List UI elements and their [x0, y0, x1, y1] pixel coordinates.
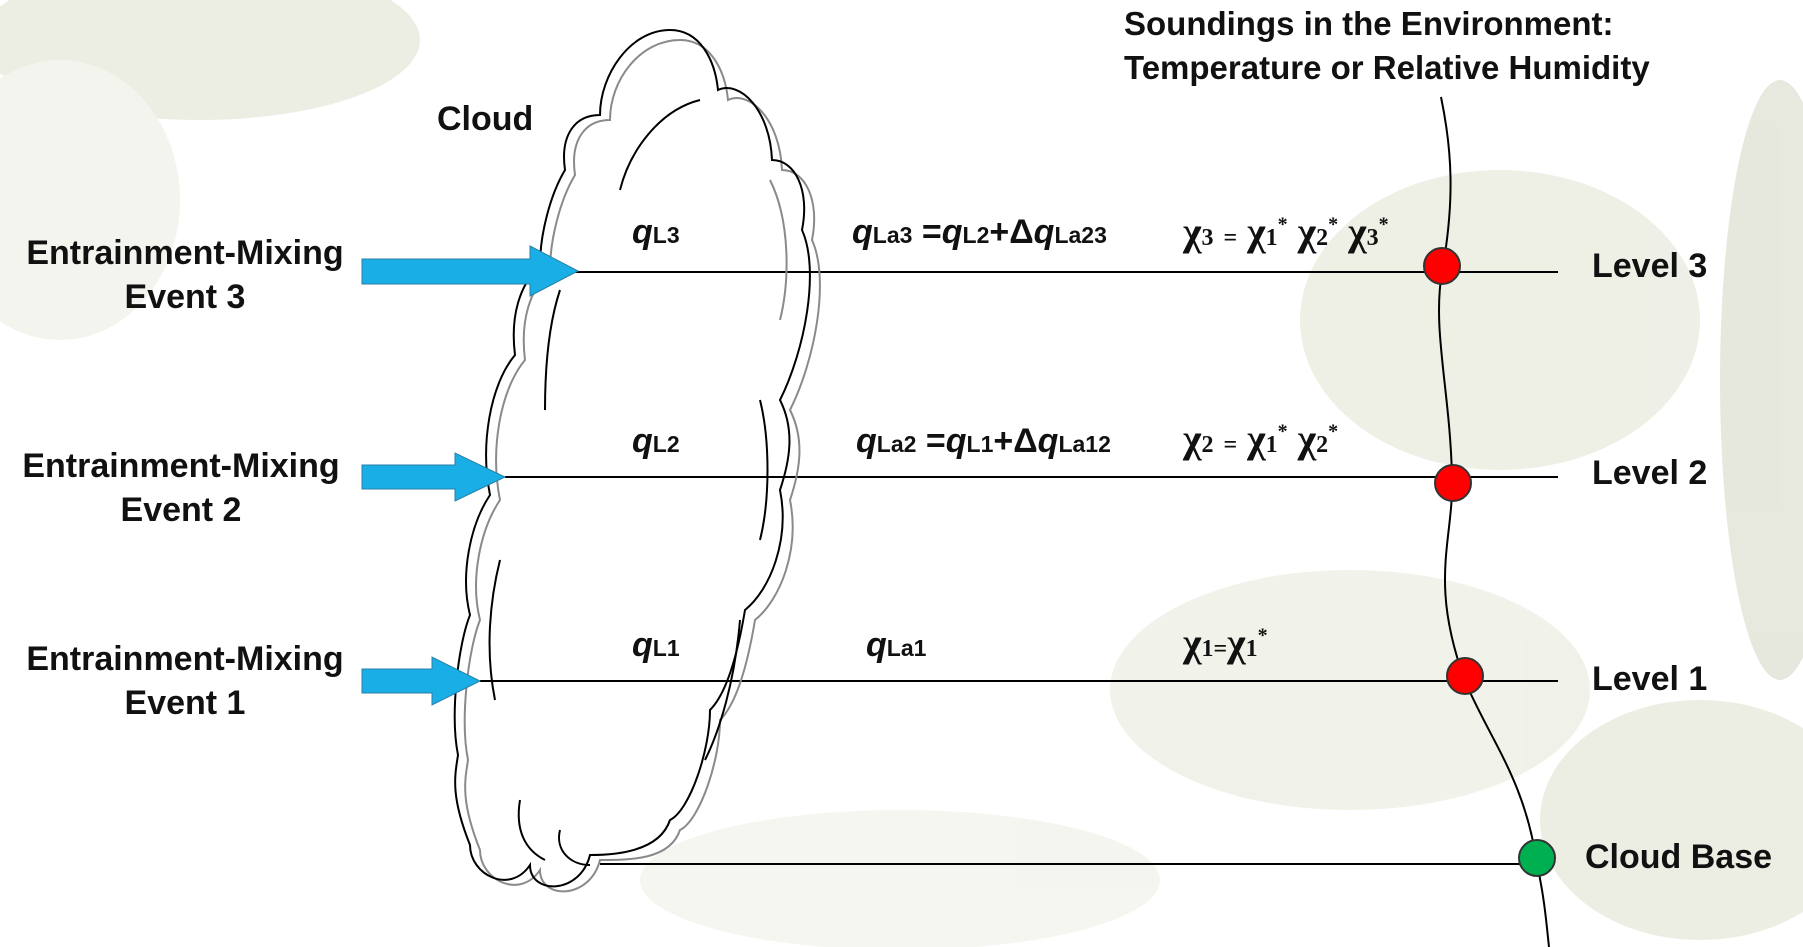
q-la2-symbol: q — [856, 422, 877, 460]
chi-2-term-2-symbol: χ — [1297, 416, 1317, 461]
q-la3-plus-delta: +Δ — [989, 213, 1034, 251]
q-l2-label: qL2 — [632, 422, 680, 461]
q-l3-symbol: q — [632, 213, 653, 251]
q-la12-sub: La12 — [1058, 431, 1111, 457]
chi-1-equation: χ1=χ1* — [1183, 619, 1268, 666]
q-la12-symbol: q — [1037, 422, 1059, 460]
level-2-label: Level 2 — [1592, 454, 1708, 492]
chi-3-lhs-index: 3 — [1201, 225, 1214, 251]
q-la23-symbol: q — [1033, 213, 1055, 251]
cloud-base-dot — [1518, 839, 1556, 877]
level-3-label: Level 3 — [1592, 247, 1708, 285]
chi-2-lhs-index: 2 — [1201, 432, 1214, 458]
q-la1-sub: La1 — [886, 635, 927, 661]
chi-1-lhs-index: 1 — [1201, 636, 1214, 662]
event-2-line-2: Event 2 — [120, 491, 242, 529]
chi-3-term-1-symbol: χ — [1247, 209, 1266, 254]
chi-2-term-1-star: * — [1277, 420, 1288, 443]
chi-2-equals: = — [1223, 432, 1238, 458]
q-la3-sub: La3 — [872, 222, 913, 248]
event-3-line-2: Event 3 — [124, 278, 246, 316]
event-1-line-1: Entrainment-Mixing — [26, 640, 344, 678]
q-l2-rhs-sub: L2 — [962, 222, 990, 248]
level-3-dot — [1423, 247, 1461, 285]
chi-3-term-3-index: 3 — [1366, 225, 1379, 251]
chi-3-equation: χ3 = χ1* χ2* χ3* — [1183, 208, 1389, 255]
q-la2-equation: qLa2 =qL1+ΔqLa12 — [856, 422, 1111, 461]
q-la2-plus-delta: +Δ — [993, 422, 1038, 460]
chi-2-term-1-symbol: χ — [1247, 416, 1266, 461]
chi-3-lhs-symbol: χ — [1183, 209, 1202, 254]
cloud-label: Cloud — [437, 100, 534, 138]
sounding-title-line-1: Soundings in the Environment: — [1124, 5, 1614, 42]
q-la1-symbol: q — [866, 626, 887, 664]
q-la2-equals: = — [916, 422, 946, 460]
event-3-line-1: Entrainment-Mixing — [26, 234, 344, 272]
q-la3-equation: qLa3 =qL2+ΔqLa23 — [852, 213, 1107, 252]
q-l1-rhs-symbol: q — [945, 422, 967, 460]
chi-1-term-1-symbol: χ — [1227, 620, 1246, 665]
q-l1-rhs-sub: L1 — [966, 431, 994, 457]
event-3-arrow — [361, 245, 580, 297]
chi-3-term-1-index: 1 — [1265, 225, 1278, 251]
level-2-dot — [1434, 464, 1472, 502]
chi-2-lhs-symbol: χ — [1183, 416, 1202, 461]
q-l1-symbol: q — [632, 626, 653, 664]
q-l2-rhs-symbol: q — [941, 213, 963, 251]
cloud-base-label: Cloud Base — [1585, 838, 1773, 876]
event-2-arrow — [361, 452, 507, 502]
q-la2-sub: La2 — [876, 431, 917, 457]
q-la23-sub: La23 — [1054, 222, 1107, 248]
chi-3-term-3-star: * — [1378, 213, 1389, 236]
chi-3-term-2-index: 2 — [1316, 225, 1329, 251]
chi-2-term-2-index: 2 — [1316, 432, 1329, 458]
q-l2-symbol: q — [632, 422, 653, 460]
cloud-shape — [453, 28, 821, 893]
chi-3-equals: = — [1223, 225, 1238, 251]
q-l3-label: qL3 — [632, 213, 680, 252]
chi-3-term-2-symbol: χ — [1297, 209, 1317, 254]
event-1-label: Entrainment-Mixing Event 1 — [5, 637, 365, 725]
chi-1-equals: = — [1213, 636, 1228, 662]
q-l1-label: qL1 — [632, 626, 680, 665]
event-1-line-2: Event 1 — [124, 684, 246, 722]
level-1-dot — [1446, 657, 1484, 695]
chi-2-term-2-star: * — [1328, 420, 1339, 443]
sounding-title-line-2: Temperature or Relative Humidity — [1124, 49, 1650, 86]
chi-3-term-2-star: * — [1328, 213, 1339, 236]
chi-1-term-1-star: * — [1257, 624, 1268, 647]
q-l3-sub: L3 — [652, 222, 680, 248]
chi-3-term-1-star: * — [1277, 213, 1288, 236]
event-1-arrow — [361, 656, 482, 706]
q-l2-sub: L2 — [652, 431, 680, 457]
sounding-title: Soundings in the Environment: Temperatur… — [1124, 2, 1650, 90]
event-2-line-1: Entrainment-Mixing — [22, 447, 340, 485]
chi-2-term-1-index: 1 — [1265, 432, 1278, 458]
event-2-label: Entrainment-Mixing Event 2 — [1, 444, 361, 532]
chi-2-equation: χ2 = χ1* χ2* — [1183, 415, 1338, 462]
q-la3-symbol: q — [852, 213, 873, 251]
q-l1-sub: L1 — [652, 635, 680, 661]
event-3-label: Entrainment-Mixing Event 3 — [5, 231, 365, 319]
chi-3-term-3-symbol: χ — [1348, 209, 1367, 254]
level-1-label: Level 1 — [1592, 660, 1708, 698]
chi-1-term-1-index: 1 — [1245, 636, 1258, 662]
chi-1-lhs-symbol: χ — [1183, 620, 1202, 665]
q-la3-equals: = — [912, 213, 942, 251]
q-la1-label: qLa1 — [866, 626, 926, 665]
